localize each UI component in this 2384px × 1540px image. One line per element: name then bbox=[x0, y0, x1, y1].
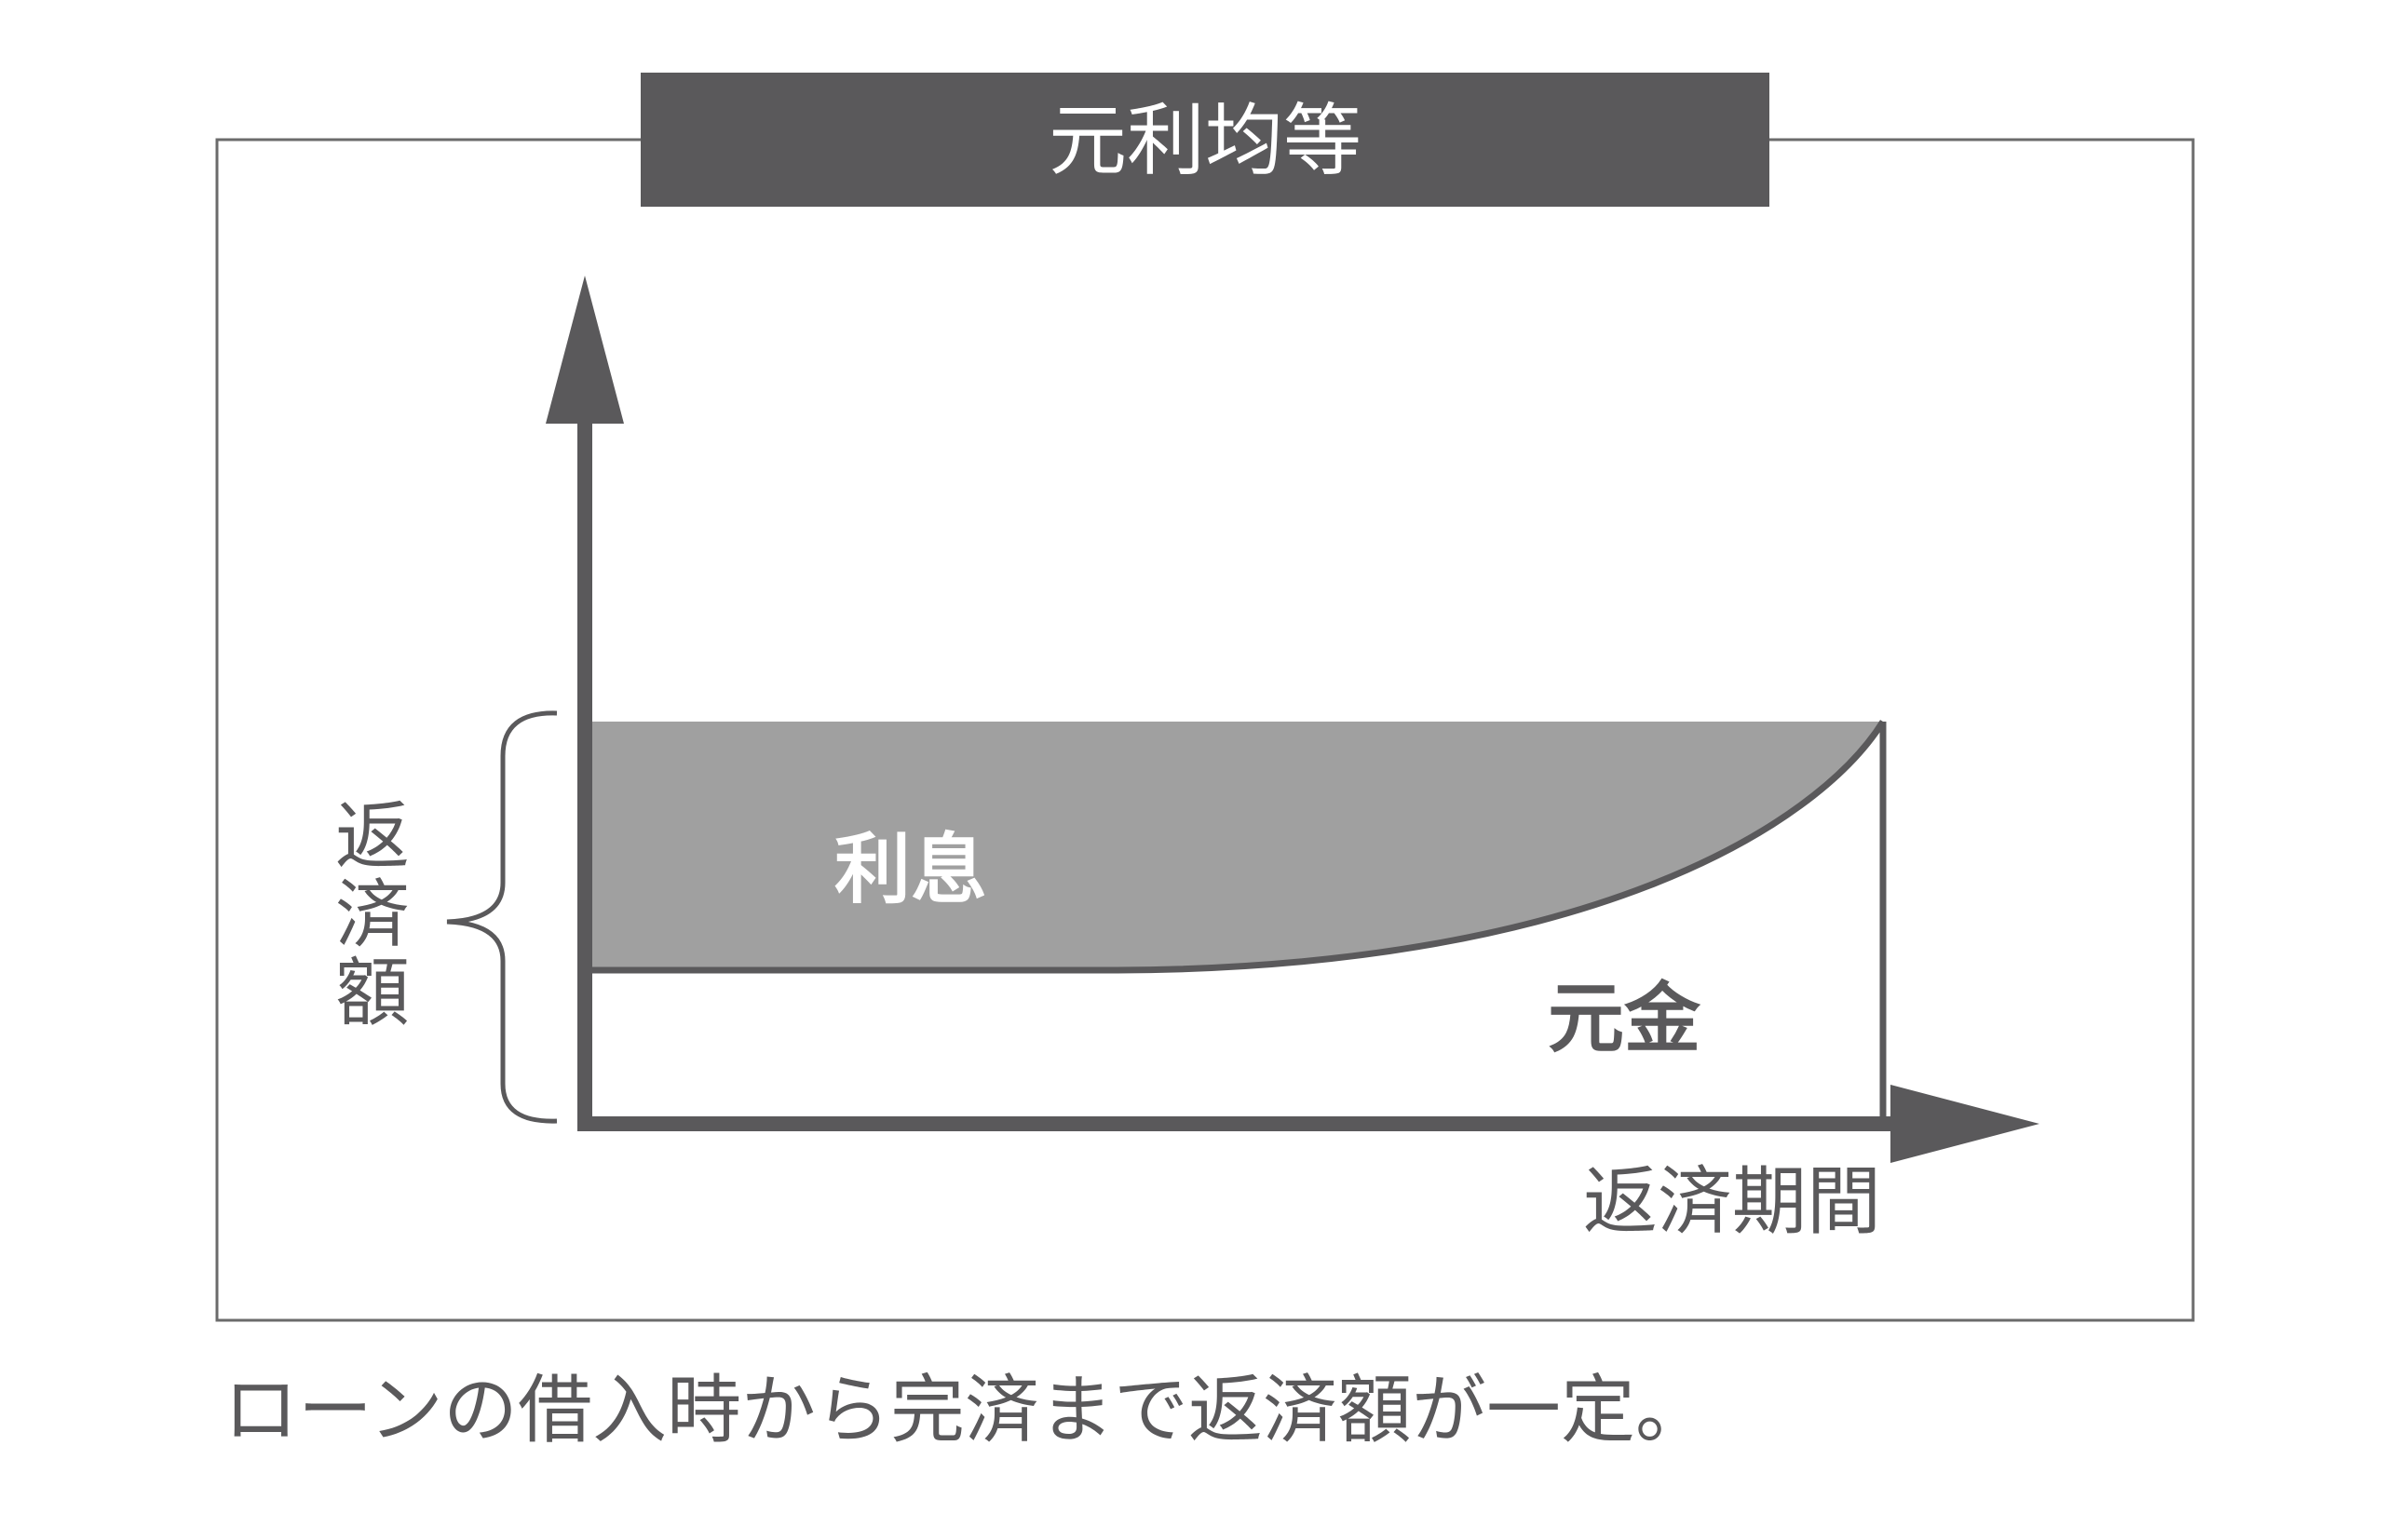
interest-label: 利息 bbox=[834, 826, 987, 914]
y-axis-label-char-1: 返 bbox=[335, 793, 410, 880]
principal-curve bbox=[587, 720, 1886, 974]
x-axis-arrow bbox=[1890, 1085, 2039, 1163]
principal-label: 元金 bbox=[1548, 975, 1701, 1063]
y-axis-label-char-2: 済 bbox=[335, 871, 410, 958]
interest-area bbox=[587, 722, 1883, 970]
diagram-title: 元利均等 bbox=[1049, 95, 1361, 186]
y-axis-arrow bbox=[546, 276, 624, 424]
y-axis-label-char-3: 額 bbox=[335, 950, 410, 1036]
title-banner bbox=[641, 73, 1769, 207]
x-axis-label: 返済期間 bbox=[1583, 1158, 1881, 1245]
caption: ローンの借入時から完済まで返済額が一定。 bbox=[224, 1367, 1710, 1453]
payment-brace bbox=[446, 710, 558, 1124]
